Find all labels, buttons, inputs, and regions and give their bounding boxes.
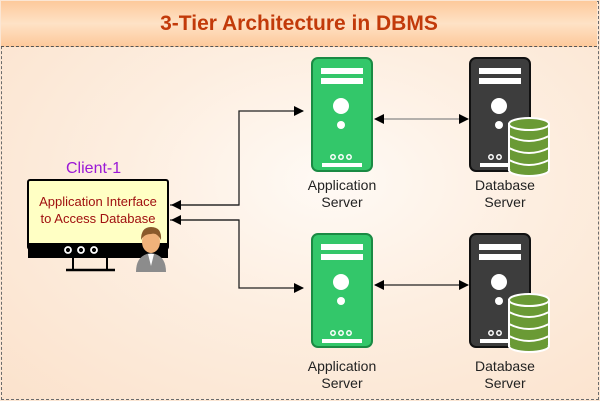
database-server-2-label-line1: Database <box>475 358 535 374</box>
client-screen-line1: Application Interface <box>39 194 157 209</box>
user-avatar-icon <box>136 227 166 272</box>
database-cylinder-2-icon <box>508 293 550 353</box>
database-server-1-label: Database Server <box>460 177 550 211</box>
client-screen-text: Application Interface to Access Database <box>28 193 168 227</box>
connector-client-app1 <box>170 106 304 210</box>
database-server-2-label: Database Server <box>460 358 550 392</box>
application-server-2-label: Application Server <box>297 358 387 392</box>
application-server-1-label-line2: Server <box>321 194 363 210</box>
application-server-2-label-line2: Server <box>321 375 363 391</box>
application-server-2-label-line1: Application <box>307 358 377 374</box>
application-server-1-label: Application Server <box>297 177 387 211</box>
client-label: Client-1 <box>66 160 122 177</box>
database-server-1-label-line2: Server <box>484 194 526 210</box>
database-server-2-label-line2: Server <box>484 375 526 391</box>
client-screen-line2: to Access Database <box>40 211 156 226</box>
application-server-2-icon <box>311 233 373 348</box>
title-banner: 3-Tier Architecture in DBMS <box>1 1 597 47</box>
application-server-1-label-line1: Application <box>307 177 377 193</box>
database-server-1-label-line1: Database <box>475 177 535 193</box>
application-server-1-icon <box>311 57 373 172</box>
database-cylinder-1-icon <box>508 117 550 177</box>
diagram-title: 3-Tier Architecture in DBMS <box>160 12 438 35</box>
connector-client-app2 <box>170 215 304 293</box>
client-monitor-icon <box>27 179 169 272</box>
